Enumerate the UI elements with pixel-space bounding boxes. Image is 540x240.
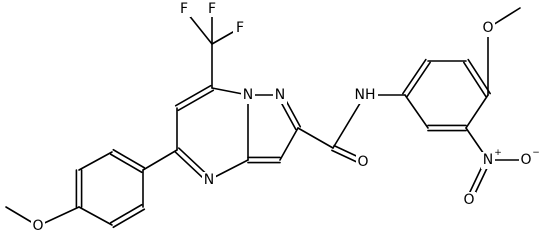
svg-text:O: O <box>357 154 368 170</box>
atom-O-carbonyl: O <box>356 154 370 171</box>
bond-line <box>406 61 431 98</box>
bond-line <box>78 206 113 226</box>
atom-N-pyrimidine: N <box>202 172 216 189</box>
atom-N-bridgehead: N <box>241 87 255 104</box>
nitro-minus-charge: − <box>532 148 540 158</box>
atom-O-nitro-double: O <box>462 192 476 209</box>
atom-O-methoxy-left: O <box>31 218 45 235</box>
svg-text:O: O <box>520 152 531 168</box>
bond-line <box>112 208 146 229</box>
svg-text:F: F <box>236 20 244 36</box>
bond-line <box>279 127 299 161</box>
atom-O-methoxy-right: O <box>481 20 495 37</box>
svg-text:F: F <box>180 1 188 17</box>
bond-line <box>142 149 178 171</box>
svg-text:N: N <box>243 87 253 103</box>
bond-line <box>467 58 491 95</box>
bond-line <box>112 148 146 169</box>
bond-line <box>177 89 215 112</box>
bond-line <box>465 94 489 129</box>
atom-F-1: F <box>177 0 191 17</box>
bond-line <box>174 151 209 183</box>
svg-text:N: N <box>275 87 285 103</box>
svg-text:N: N <box>204 172 214 188</box>
bond-line <box>404 94 429 129</box>
svg-text:O: O <box>32 218 43 234</box>
bond-line <box>109 203 143 224</box>
bond-line <box>402 58 427 95</box>
svg-text:O: O <box>482 20 493 36</box>
bond-line <box>174 84 212 107</box>
bond-layer <box>5 7 527 229</box>
bond-line <box>463 61 487 98</box>
atom-N-pyrazole: N <box>273 87 287 104</box>
bond-line <box>109 153 143 174</box>
atom-N-nitro: N + <box>481 148 502 169</box>
nitro-plus-charge: + <box>494 148 502 158</box>
bond-line <box>78 151 113 171</box>
atom-label-layer: F F F N N N NH O <box>31 0 540 235</box>
atom-F-3: F <box>233 20 247 37</box>
svg-text:F: F <box>208 1 216 17</box>
svg-text:NH: NH <box>355 87 376 103</box>
svg-text:O: O <box>463 192 474 208</box>
atom-NH-amide: NH <box>352 87 378 104</box>
atom-O-nitro-single: O − <box>519 148 540 169</box>
svg-text:N: N <box>483 152 493 168</box>
bond-line <box>297 127 334 149</box>
atom-F-2: F <box>205 0 219 17</box>
